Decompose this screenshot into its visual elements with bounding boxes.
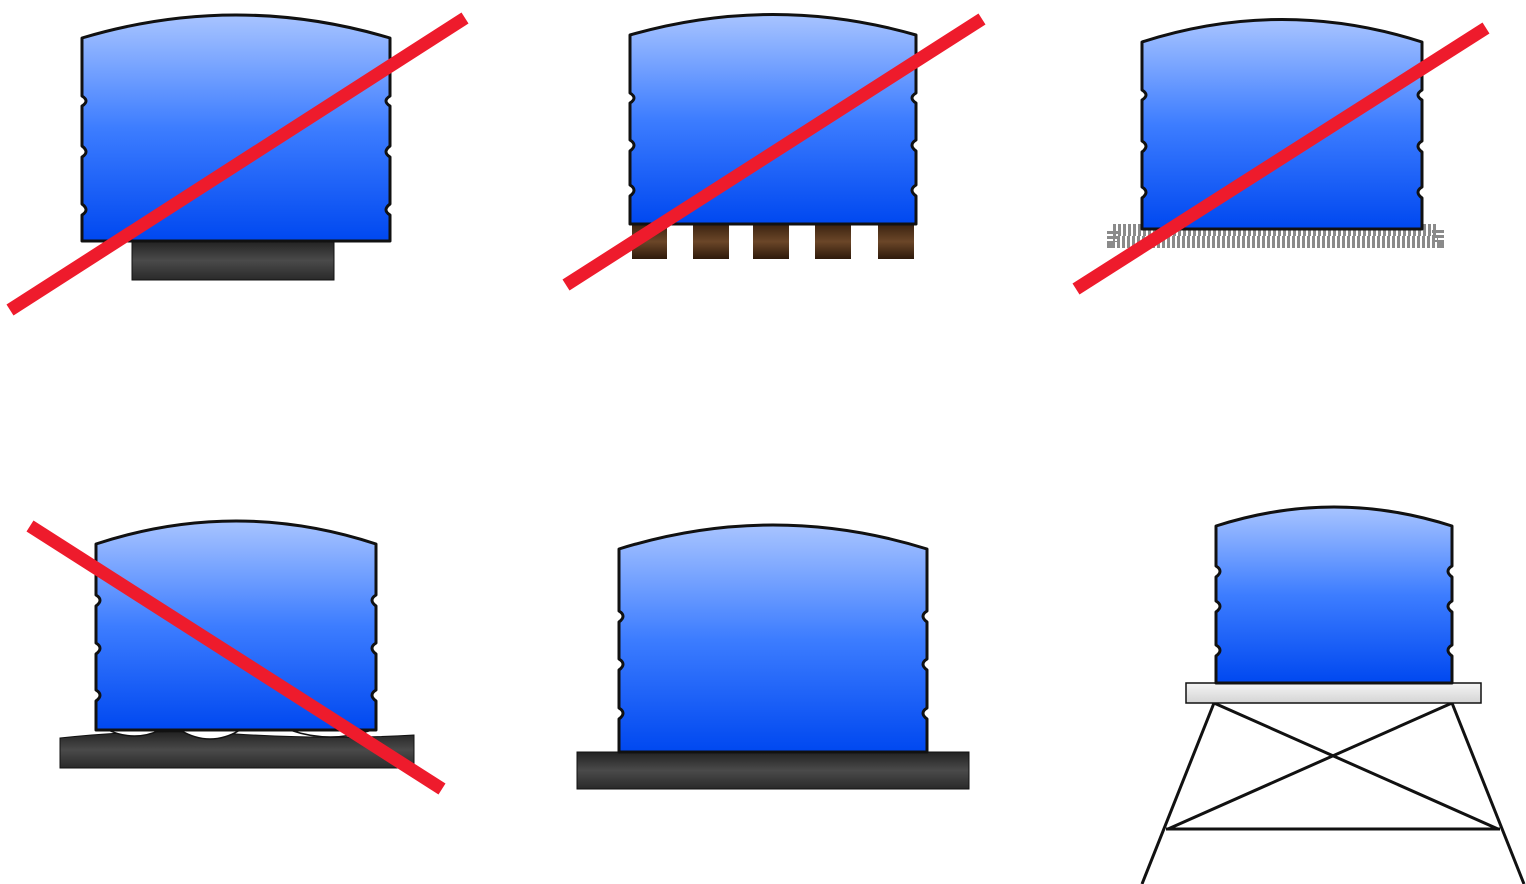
panel-slatted-strip <box>1072 18 1490 295</box>
support-block <box>693 224 729 259</box>
cross-out-line <box>6 12 469 316</box>
tank <box>80 13 392 243</box>
platform <box>1185 682 1482 704</box>
panel-uneven-base <box>26 519 446 795</box>
support-block <box>815 224 851 259</box>
cross-out-line <box>562 13 986 291</box>
panel-smaller-base <box>6 12 469 316</box>
panel-spaced-blocks <box>562 13 986 291</box>
full-dark-base <box>576 751 970 790</box>
tank <box>617 523 929 754</box>
tank <box>1214 505 1454 685</box>
panel-full-flat-base <box>576 523 970 790</box>
cross-out-line <box>26 520 446 795</box>
dark-base <box>131 240 335 281</box>
tank <box>1140 18 1424 231</box>
panel-stand <box>1140 505 1526 884</box>
uneven-dark-base <box>59 731 415 769</box>
stand-frame <box>1140 701 1526 884</box>
tank <box>628 13 918 226</box>
cross-out-line <box>1072 22 1490 295</box>
support-block <box>753 224 789 259</box>
support-block <box>878 224 914 259</box>
tank <box>94 519 378 732</box>
